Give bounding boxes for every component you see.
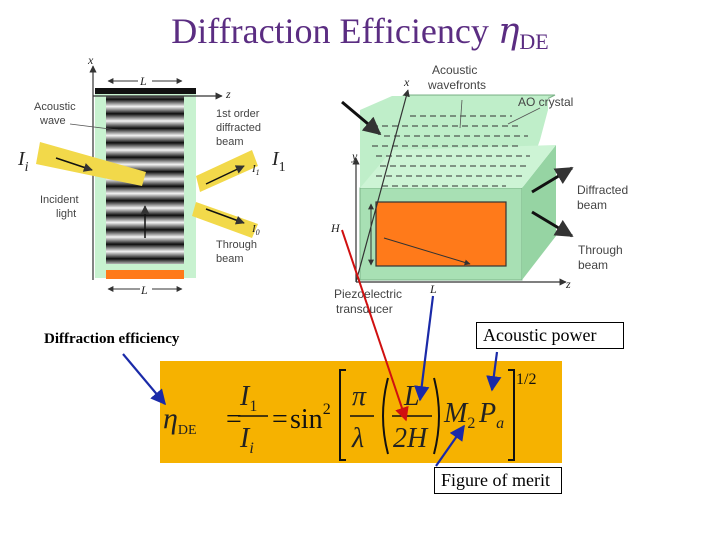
L-pointer	[414, 295, 435, 402]
acoustic-wavefronts-label-1: Acoustic	[432, 63, 477, 77]
piezo-label-2: transducer	[336, 302, 393, 316]
right-through-arrow	[531, 210, 574, 238]
ao-crystal-label: AO crystal	[518, 95, 573, 109]
right-axis-x	[355, 89, 410, 283]
right-transducer	[375, 201, 507, 267]
formula-power: 1/2	[516, 371, 536, 388]
right-through-beam-label-2: beam	[578, 258, 608, 272]
right-axis-z-label: z	[565, 277, 571, 291]
Ii-label: Ii	[17, 148, 29, 175]
left-length-top: L	[139, 74, 147, 88]
left-axis-x-label: x	[87, 53, 94, 67]
formula: ηDE = I1 Ii = sin2 π λ L 2H M2 Pa 1/2	[163, 369, 536, 461]
formula-paren-left	[382, 377, 389, 455]
left-through-beam-label-1: Through	[216, 239, 257, 251]
formula-Ii: Ii	[239, 423, 254, 457]
ao-crystal-pointer	[507, 107, 541, 125]
small-I0-label: I0	[251, 223, 260, 237]
acoustic-wavefronts-label-2: wavefronts	[427, 78, 486, 92]
right-diagram: y x z H L Acoustic wavefronts AO crystal…	[330, 63, 628, 316]
acoustic-power-pointer	[486, 351, 502, 392]
incident-arrow	[55, 157, 93, 172]
acoustic-wave-label-1: Acoustic	[34, 101, 76, 113]
small-I1-label: I1	[251, 163, 260, 177]
I1-label: I1	[271, 148, 286, 175]
formula-2H: 2H	[393, 423, 429, 454]
efficiency-pointer	[122, 353, 166, 406]
right-through-beam-label-1: Through	[578, 243, 623, 257]
title-subscript: DE	[519, 29, 549, 54]
right-incident-arrow	[341, 100, 382, 136]
right-L-arrow	[383, 237, 471, 266]
figure-of-merit-label: Figure of merit	[434, 467, 562, 494]
first-order-label-2: diffracted	[216, 122, 261, 134]
figure-of-merit-pointer	[435, 424, 465, 467]
formula-eq-1: =	[226, 404, 242, 435]
left-length-bottom-bg	[140, 282, 152, 296]
acoustic-wave-label-2: wave	[39, 115, 66, 127]
formula-eq-2: =	[272, 404, 288, 435]
diffracted-beam-label-1: Diffracted	[577, 183, 628, 197]
left-length-top-bg	[138, 72, 152, 86]
diffracted-arrow	[205, 165, 245, 185]
formula-L: L	[403, 381, 420, 412]
diffracted-beam-label-2: beam	[577, 198, 607, 212]
left-diagram: x z L L Acoustic wave 1st order diffract…	[17, 53, 286, 297]
right-axis-x-label: x	[403, 75, 410, 89]
left-transducer	[106, 270, 184, 279]
left-length-bottom: L	[140, 283, 148, 297]
diffracted-beam	[196, 150, 258, 192]
first-order-label-1: 1st order	[216, 108, 260, 120]
title-text: Diffraction Efficiency	[171, 11, 498, 51]
piezo-label-1: Piezoelectric	[334, 287, 402, 301]
formula-sin: sin2	[290, 401, 331, 435]
crystal-side-face	[522, 145, 556, 280]
diffraction-efficiency-label: Diffraction efficiency	[44, 331, 180, 347]
formula-eta: ηDE	[163, 402, 197, 438]
first-order-label-3: beam	[216, 136, 244, 148]
left-top-absorber	[95, 88, 196, 94]
left-through-beam-label-2: beam	[216, 253, 244, 265]
page-title: Diffraction Efficiency ηDE	[0, 10, 720, 55]
formula-paren-right	[433, 377, 440, 455]
acoustic-wave-pointer	[69, 123, 119, 131]
through-beam	[192, 202, 258, 238]
right-L-label: L	[429, 282, 437, 296]
acoustic-power-label: Acoustic power	[476, 322, 624, 349]
incident-light-label-1: Incident	[40, 194, 79, 206]
formula-I1: I1	[239, 381, 257, 415]
H-pointer	[341, 229, 409, 422]
formula-lambda: λ	[351, 423, 364, 454]
formula-bracket-right	[508, 369, 515, 461]
right-diffracted-arrow	[531, 166, 574, 194]
right-axis-y-label: y	[351, 149, 358, 163]
formula-bracket-left	[339, 369, 346, 461]
right-H-label: H	[330, 221, 341, 235]
wavefront-pointer	[459, 99, 463, 129]
incident-light-label-2: light	[56, 208, 76, 220]
formula-M2: M2	[443, 398, 475, 432]
title-eta-symbol: η	[497, 11, 520, 52]
formula-Pa: Pa	[478, 398, 504, 432]
left-axis-z-label: z	[225, 87, 231, 101]
formula-pi: π	[352, 381, 367, 412]
through-arrow	[205, 208, 245, 225]
